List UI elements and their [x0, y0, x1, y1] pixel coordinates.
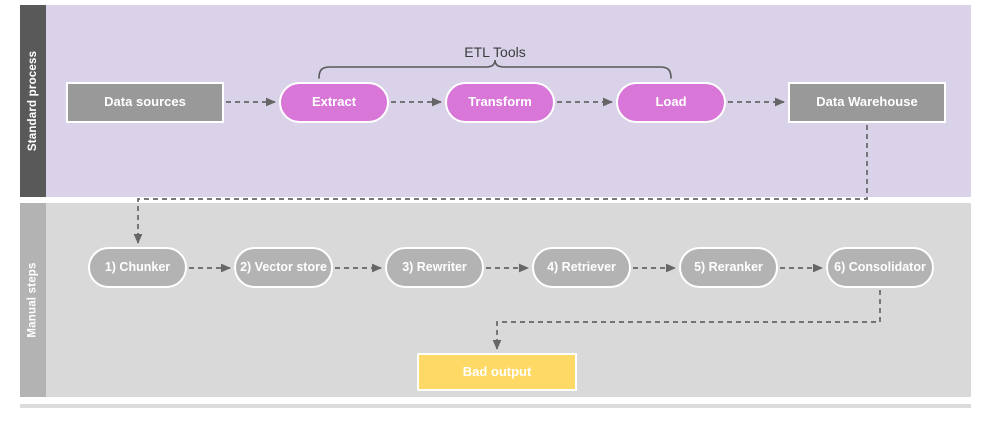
node-bad-output[interactable]: Bad output: [417, 353, 577, 391]
node-data-sources[interactable]: Data sources: [66, 82, 224, 123]
lane-label-standard-process-text: Standard process: [27, 50, 39, 152]
node-load[interactable]: Load: [616, 82, 726, 123]
node-chunker[interactable]: 1) Chunker: [88, 247, 187, 288]
node-transform[interactable]: Transform: [445, 82, 555, 123]
node-data-warehouse[interactable]: Data Warehouse: [788, 82, 946, 123]
node-retriever[interactable]: 4) Retriever: [532, 247, 631, 288]
node-extract[interactable]: Extract: [279, 82, 389, 123]
node-reranker[interactable]: 5) Reranker: [679, 247, 778, 288]
etl-tools-label: ETL Tools: [464, 44, 526, 60]
lane-label-standard-process: Standard process: [20, 5, 46, 197]
node-consolidator[interactable]: 6) Consolidator: [826, 247, 934, 288]
bottom-divider: [20, 404, 971, 408]
node-rewriter[interactable]: 3) Rewriter: [385, 247, 484, 288]
lane-label-manual-steps: Manual steps: [20, 203, 46, 397]
lane-label-manual-steps-text: Manual steps: [27, 262, 40, 338]
node-vector-store[interactable]: 2) Vector store: [234, 247, 333, 288]
